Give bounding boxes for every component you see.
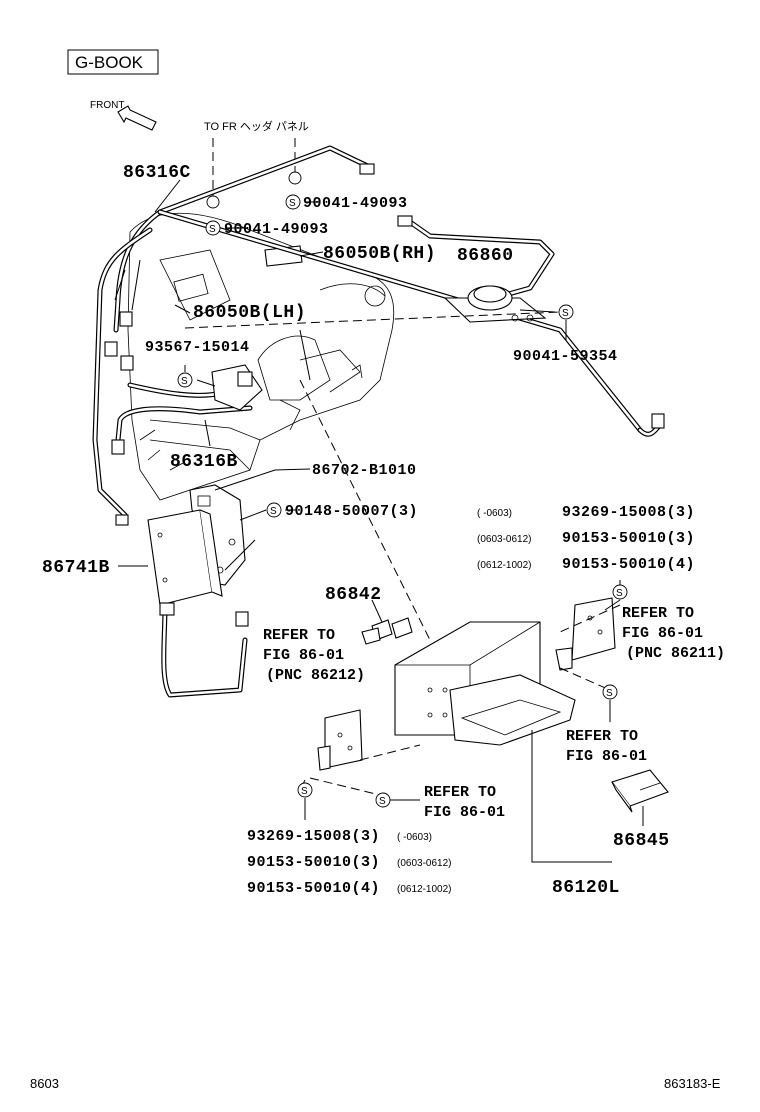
svg-text:S: S	[616, 588, 623, 599]
svg-text:(PNC 86211): (PNC 86211)	[626, 645, 725, 662]
refer-bottom: REFER TO FIG 86-01	[424, 784, 505, 821]
range-row-1: ( -0603)	[477, 508, 512, 519]
label-86741b: 86741B	[42, 558, 110, 578]
harness-86316b	[111, 364, 263, 455]
module-86741b	[147, 509, 249, 698]
bottom-range-row-2: (0603-0612)	[397, 858, 451, 869]
antenna-86860	[443, 285, 547, 323]
svg-text:FIG 86-01: FIG 86-01	[263, 647, 344, 664]
refer-right: REFER TO FIG 86-01 (PNC 86211)	[622, 605, 725, 662]
connector-86842	[361, 617, 413, 645]
svg-text:S: S	[181, 376, 188, 387]
svg-text:REFER TO: REFER TO	[424, 784, 496, 801]
refer-left: REFER TO FIG 86-01 (PNC 86212)	[263, 627, 365, 684]
antenna-harness	[397, 215, 555, 298]
svg-text:S: S	[270, 506, 277, 517]
label-86050b-lh: 86050B(LH)	[193, 303, 306, 323]
bracket-left-86212	[317, 709, 363, 771]
note-to-fr-header-panel: TO FR ヘッダ パネル	[204, 119, 309, 133]
refer-mid: REFER TO FIG 86-01	[566, 728, 647, 765]
navigation-unit-86120l	[394, 621, 576, 746]
bottom-part-row-3: 90153-50010(4)	[247, 880, 380, 897]
page-title: G-BOOK	[75, 53, 144, 72]
harness-86316c	[92, 145, 665, 526]
label-90041-49093-b: 90041-49093	[224, 221, 329, 238]
range-row-3: (0612-1002)	[477, 560, 531, 571]
footer-right: 863183-E	[664, 1076, 721, 1091]
front-indicator: FRONT	[90, 100, 157, 131]
range-row-2: (0603-0612)	[477, 534, 531, 545]
svg-text:S: S	[209, 224, 216, 235]
leader-lines	[118, 179, 644, 863]
label-86845: 86845	[613, 831, 670, 851]
bottom-range-row-1: ( -0603)	[397, 832, 432, 843]
label-90041-59354: 90041-59354	[513, 348, 618, 365]
part-labels: 86316C 90041-49093 90041-49093 86050B(RH…	[42, 163, 670, 898]
svg-text:S: S	[301, 786, 308, 797]
label-90041-49093-a: 90041-49093	[303, 195, 408, 212]
svg-text:(PNC 86212): (PNC 86212)	[266, 667, 365, 684]
dashed-lines	[184, 311, 621, 796]
svg-text:S: S	[606, 688, 613, 699]
svg-text:S: S	[379, 796, 386, 807]
label-93567-15014: 93567-15014	[145, 339, 250, 356]
footer-left: 8603	[30, 1076, 59, 1091]
bottom-part-row-2: 90153-50010(3)	[247, 854, 380, 871]
label-86316b: 86316B	[170, 452, 238, 472]
bottom-range-table: 93269-15008(3) ( -0603) 90153-50010(3) (…	[247, 828, 451, 897]
label-86702-b1010: 86702-B1010	[312, 462, 417, 479]
title-box: G-BOOK	[67, 49, 159, 75]
label-90148-50007: 90148-50007(3)	[285, 503, 418, 520]
bottom-part-row-1: 93269-15008(3)	[247, 828, 380, 845]
svg-text:FIG 86-01: FIG 86-01	[622, 625, 703, 642]
label-86842: 86842	[325, 585, 382, 605]
part-row-1: 93269-15008(3)	[562, 504, 695, 521]
part-row-3: 90153-50010(4)	[562, 556, 695, 573]
svg-text:FIG 86-01: FIG 86-01	[424, 804, 505, 821]
svg-text:S: S	[562, 308, 569, 319]
bottom-range-row-3: (0612-1002)	[397, 884, 451, 895]
right-range-table: ( -0603) 93269-15008(3) (0603-0612) 9015…	[477, 504, 695, 573]
svg-text:REFER TO: REFER TO	[622, 605, 694, 622]
card-86845	[611, 769, 669, 813]
bracket-right-86211	[555, 597, 616, 671]
svg-text:REFER TO: REFER TO	[566, 728, 638, 745]
label-86050b-rh: 86050B(RH)	[323, 244, 436, 264]
label-86316c: 86316C	[123, 163, 191, 183]
label-86860: 86860	[457, 246, 514, 266]
svg-text:FIG 86-01: FIG 86-01	[566, 748, 647, 765]
part-row-2: 90153-50010(3)	[562, 530, 695, 547]
svg-text:REFER TO: REFER TO	[263, 627, 335, 644]
svg-text:S: S	[289, 198, 296, 209]
s-symbols: S S S S S S S S S	[177, 171, 628, 808]
label-86120l: 86120L	[552, 878, 620, 898]
front-label: FRONT	[90, 100, 124, 111]
front-arrow-icon	[117, 105, 157, 131]
